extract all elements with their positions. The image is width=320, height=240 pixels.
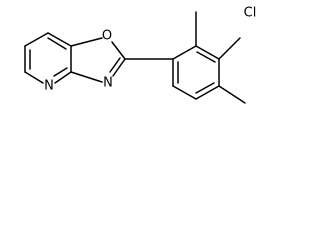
bond — [70, 71, 103, 83]
bond — [24, 32, 49, 47]
bond — [195, 45, 220, 60]
bond — [54, 71, 72, 84]
bond — [24, 71, 44, 84]
bond — [47, 37, 67, 50]
phenyl-ring — [172, 45, 220, 100]
pyridine-ring — [24, 32, 72, 84]
chemical-structure-diagram: O N N Cl — [24, 6, 257, 104]
bond — [111, 41, 126, 60]
oxazole-ring — [70, 37, 126, 83]
bond — [172, 45, 197, 60]
chlorine-bond — [218, 37, 241, 60]
bond — [195, 82, 215, 94]
oxygen-atom-label: O — [102, 29, 112, 44]
pyridine-nitrogen-atom-label: N — [44, 79, 54, 94]
bond — [195, 85, 220, 100]
methyl-bond — [218, 85, 246, 104]
bond — [196, 51, 216, 63]
bond — [109, 57, 121, 73]
bond — [112, 58, 126, 77]
bond — [172, 85, 197, 100]
bond — [53, 67, 68, 77]
oxazole-nitrogen-atom-label: N — [103, 76, 113, 91]
chlorine-atom-label: Cl — [244, 6, 257, 21]
bond — [70, 37, 103, 47]
bond — [47, 32, 72, 47]
